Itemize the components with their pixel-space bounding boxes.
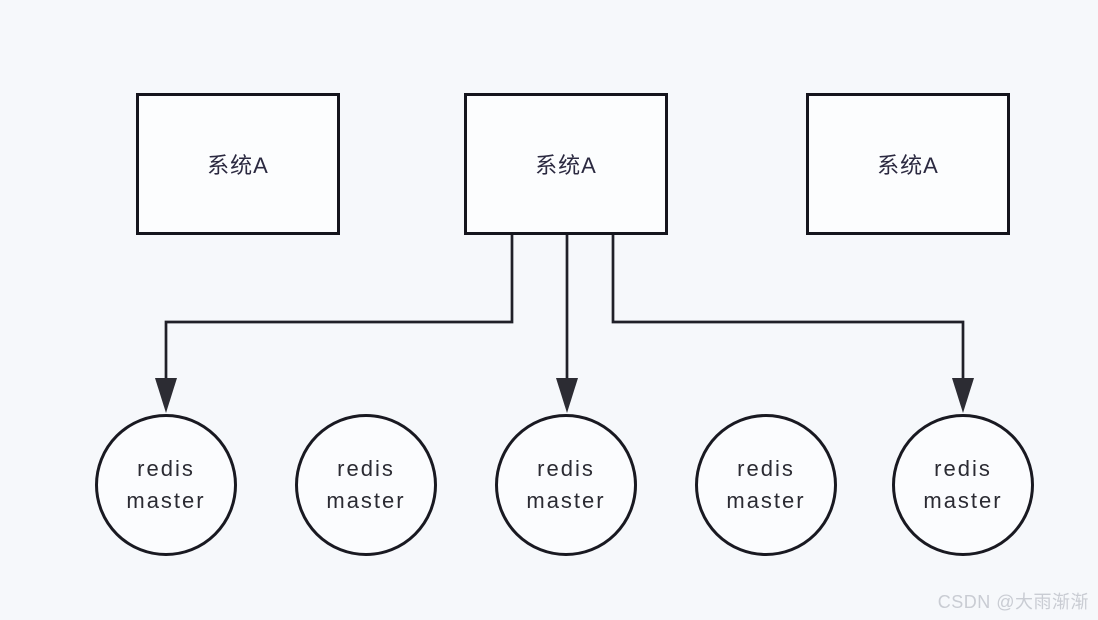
connector-middle-to-node1 [164, 234, 514, 381]
system-box-middle-label: 系统A [535, 153, 597, 178]
connector-middle-to-node5 [611, 234, 965, 381]
arrowhead-node5-icon [952, 378, 974, 413]
system-box-right: 系统A [806, 93, 1010, 235]
node-1-label-line2: master [126, 488, 206, 513]
system-box-middle: 系统A [464, 93, 668, 235]
redis-master-node-2: redis master [295, 414, 437, 556]
redis-master-node-5: redis master [892, 414, 1034, 556]
redis-master-node-1: redis master [95, 414, 237, 556]
redis-master-node-4: redis master [695, 414, 837, 556]
node-3-label-line1: redis [537, 456, 595, 481]
node-4-label-line1: redis [737, 456, 795, 481]
node-1-label-line1: redis [137, 456, 195, 481]
redis-master-node-3: redis master [495, 414, 637, 556]
node-3-label-line2: master [526, 488, 606, 513]
node-5-label-line1: redis [934, 456, 992, 481]
node-4-label-line2: master [726, 488, 806, 513]
node-2-label-line1: redis [337, 456, 395, 481]
system-box-left-label: 系统A [207, 153, 269, 178]
arrowhead-node3-icon [556, 378, 578, 413]
csdn-watermark: CSDN @大雨渐渐 [937, 592, 1089, 612]
system-box-left: 系统A [136, 93, 340, 235]
system-box-right-label: 系统A [877, 153, 939, 178]
node-2-label-line2: master [326, 488, 406, 513]
node-5-label-line2: master [923, 488, 1003, 513]
arrowhead-node1-icon [155, 378, 177, 413]
